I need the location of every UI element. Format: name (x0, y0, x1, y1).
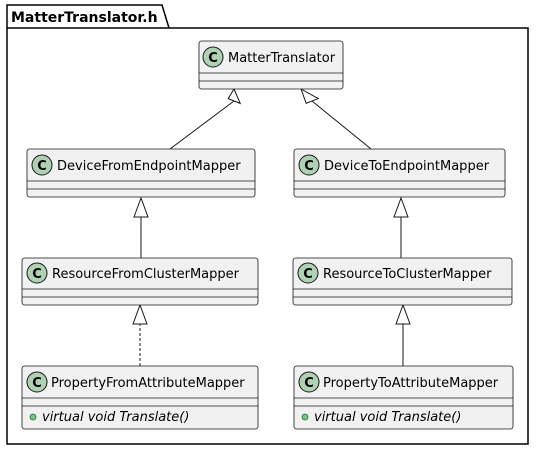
class-type-icon (298, 371, 320, 393)
inheritance-arrowhead (227, 87, 242, 105)
class-type-letter: C (37, 159, 47, 174)
package-frame: MatterTranslator.h (6, 4, 529, 445)
class-property-from-attribute-mapper[interactable]: C PropertyFromAttributeMapper virtual vo… (21, 365, 259, 430)
class-operation: virtual void Translate() (314, 410, 461, 425)
class-name: ResourceToClusterMapper (323, 267, 492, 282)
class-name: MatterTranslator (228, 51, 336, 66)
package-title: MatterTranslator.h (11, 10, 158, 26)
inheritance-arrowhead (393, 196, 409, 218)
class-name: PropertyToAttributeMapper (323, 376, 499, 391)
class-name: DeviceToEndpointMapper (324, 159, 490, 174)
public-method-icon (301, 413, 309, 421)
class-type-letter: C (304, 376, 314, 391)
class-type-icon (31, 154, 53, 176)
class-name: DeviceFromEndpointMapper (57, 159, 241, 174)
class-type-letter: C (208, 51, 218, 66)
class-type-icon (298, 154, 320, 176)
edge-deviceto-to-matter (311, 100, 372, 150)
class-name: PropertyFromAttributeMapper (51, 376, 245, 391)
class-operation: virtual void Translate() (42, 410, 189, 425)
class-device-to-endpoint-mapper[interactable]: C DeviceToEndpointMapper (293, 148, 506, 198)
class-name: ResourceFromClusterMapper (52, 267, 240, 282)
inheritance-arrowhead (300, 87, 320, 105)
public-method-icon (29, 413, 37, 421)
class-type-letter: C (32, 376, 42, 391)
class-type-icon (297, 262, 319, 284)
inheritance-arrowhead (133, 196, 149, 218)
class-resource-from-cluster-mapper[interactable]: C ResourceFromClusterMapper (21, 257, 259, 306)
class-resource-to-cluster-mapper[interactable]: C ResourceToClusterMapper (292, 257, 513, 306)
class-property-to-attribute-mapper[interactable]: C PropertyToAttributeMapper virtual void… (293, 365, 514, 430)
edge-devicefrom-to-matter (169, 100, 235, 150)
class-type-letter: C (304, 159, 314, 174)
inheritance-arrowhead (395, 303, 411, 325)
class-type-letter: C (32, 267, 42, 282)
relations (132, 87, 411, 366)
class-type-icon (26, 262, 48, 284)
class-type-letter: C (303, 267, 313, 282)
class-type-icon (26, 371, 48, 393)
class-type-icon (202, 46, 224, 68)
class-device-from-endpoint-mapper[interactable]: C DeviceFromEndpointMapper (26, 148, 256, 198)
class-matter-translator[interactable]: C MatterTranslator (198, 40, 344, 90)
inheritance-arrowhead (132, 303, 148, 325)
